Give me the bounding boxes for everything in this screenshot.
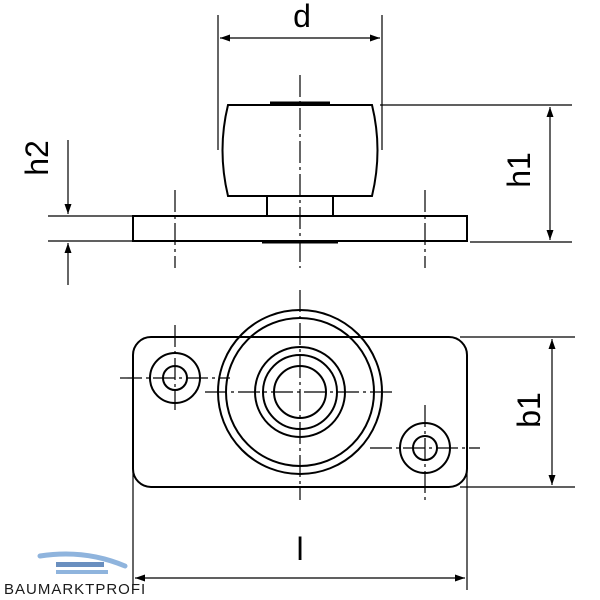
logo-bar-1	[56, 562, 104, 567]
label-h2: h2	[19, 140, 55, 176]
side-view-hidden-lines	[174, 75, 426, 268]
logo-bar-2	[56, 570, 108, 574]
dimension-h1	[380, 104, 572, 243]
dimension-h2	[48, 140, 135, 285]
label-b1: b1	[511, 392, 547, 428]
dimension-d	[217, 15, 383, 150]
logo-roof-icon	[37, 551, 128, 569]
logo-text: BAUMARKTPROFI	[4, 581, 146, 598]
roller-body-outline	[221, 104, 379, 197]
label-d: d	[293, 0, 311, 34]
brand-logo: BAUMARKTPROFI	[4, 551, 146, 598]
top-view-center-lines	[120, 290, 480, 500]
label-l: l	[296, 531, 303, 567]
label-h1: h1	[501, 152, 537, 188]
dimension-l	[132, 470, 468, 590]
dimension-b1	[460, 336, 575, 488]
